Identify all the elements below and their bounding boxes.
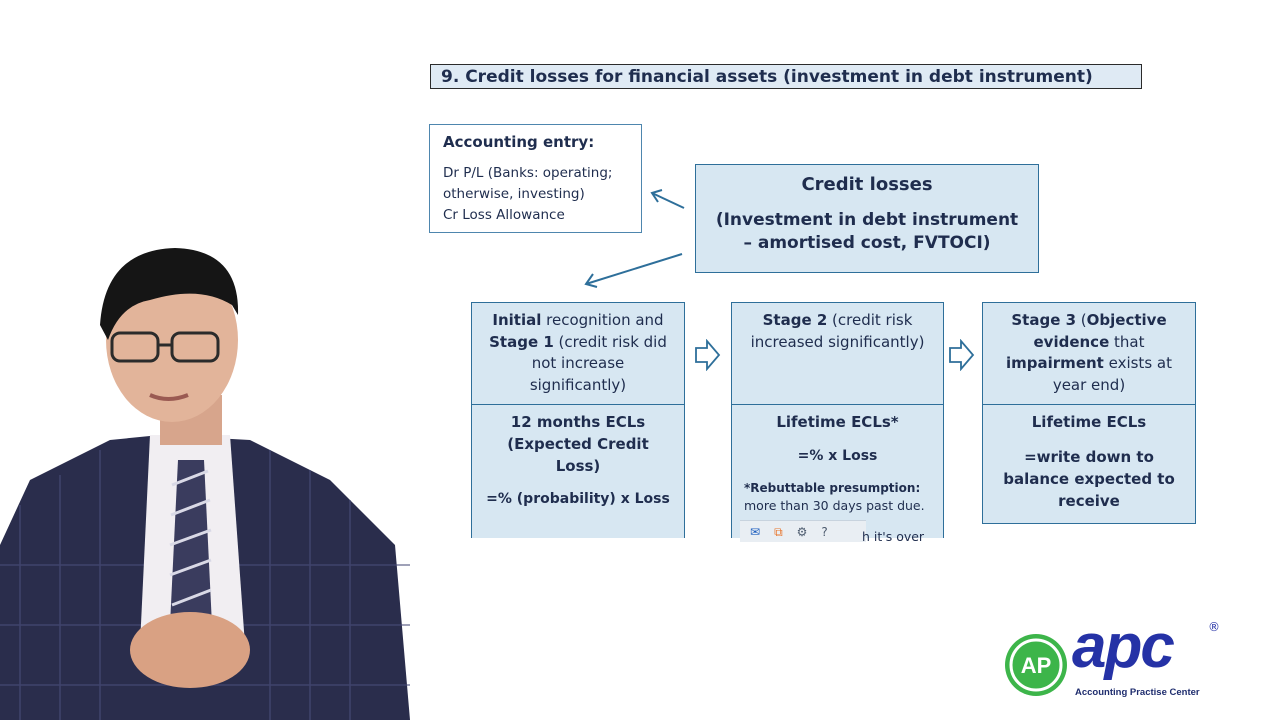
stage-2-text-2: increased significantly)	[750, 332, 925, 351]
accounting-entry-line-2: otherwise, investing)	[443, 186, 585, 202]
stage-3-ecl: Lifetime ECLs =write down to balance exp…	[983, 405, 1195, 523]
stage-3-description: Stage 3 (Objective evidence that impairm…	[983, 303, 1195, 405]
slide-title: 9. Credit losses for financial assets (i…	[430, 64, 1142, 89]
accounting-entry-line-3: Cr Loss Allowance	[443, 207, 565, 223]
stage-3-formula-line-2: balance expected to	[1003, 470, 1175, 488]
stage-1-text-4: significantly)	[529, 375, 627, 394]
stage-3-box: Stage 3 (Objective evidence that impairm…	[982, 302, 1196, 524]
stage-1-initial-label: Initial	[492, 311, 542, 329]
presenter-figure	[0, 248, 410, 720]
stage-3-text-that: that	[1109, 332, 1145, 351]
credit-losses-subtitle-line-1: (Investment in debt instrument	[715, 210, 1019, 230]
credit-losses-subtitle-line-2: – amortised cost, FVTOCI)	[743, 233, 991, 253]
stage-2-to-3-arrow-icon	[949, 339, 975, 371]
stage-2-ecl-label: Lifetime ECLs*	[776, 413, 899, 431]
arrow-to-stage-1	[584, 253, 683, 288]
stage-3-evidence: evidence	[1033, 332, 1110, 351]
stage-2-rebuttable-note: *Rebuttable presumption: more than 30 da…	[732, 479, 943, 514]
credit-losses-subtitle: (Investment in debt instrument – amortis…	[696, 209, 1038, 255]
arrow-to-accounting-entry	[650, 189, 685, 209]
stage-3-label: Stage 3	[1011, 311, 1077, 329]
stage-1-text-2: (credit risk did	[553, 332, 667, 351]
crop-icon[interactable]: ⧉	[774, 524, 783, 539]
stage-3-ecl-label: Lifetime ECLs	[1031, 413, 1147, 431]
stage-2-text-1: (credit risk	[827, 311, 913, 329]
registered-mark: ®	[1208, 620, 1220, 634]
help-icon[interactable]: ?	[821, 524, 828, 539]
stage-1-label: Stage 1	[489, 332, 554, 351]
stage-2-rebuttable-text: more than 30 days past due.	[744, 498, 925, 513]
stage-2-description: Stage 2 (credit risk increased significa…	[732, 303, 943, 405]
settings-icon[interactable]: ⚙	[796, 524, 808, 539]
stage-3-paren: (	[1076, 311, 1087, 329]
accounting-entry-box: Accounting entry: Dr P/L (Banks: operati…	[429, 124, 642, 233]
stage-1-ecl-line-1: 12 months ECLs	[510, 413, 646, 431]
credit-losses-box: Credit losses (Investment in debt instru…	[695, 164, 1039, 273]
apc-logo-emblem: AP	[1005, 634, 1067, 696]
stage-2-rebuttable-heading: *Rebuttable presumption:	[744, 481, 921, 495]
stage-1-to-2-arrow-icon	[695, 339, 721, 371]
stage-1-box: Initial recognition and Stage 1 (credit …	[471, 302, 685, 538]
stage-3-text-exists: exists at	[1103, 354, 1172, 372]
stage-1-formula: =% (probability) x Loss	[486, 491, 670, 507]
stage-1-description: Initial recognition and Stage 1 (credit …	[472, 303, 684, 405]
logo-emblem-text: AP	[1021, 653, 1052, 678]
logo-wordmark: apc	[1072, 612, 1175, 681]
stage-2-label: Stage 2	[762, 311, 828, 329]
stage-1-text-1: recognition and	[541, 311, 664, 329]
stage-3-formula-line-1: =write down to	[1024, 448, 1154, 466]
stage-3-impairment: impairment	[1006, 354, 1104, 372]
stage-1-ecl-line-2: (Expected Credit	[507, 435, 649, 453]
floating-toolbar[interactable]: ✉ ⧉ ⚙ ?	[740, 520, 866, 542]
accounting-entry-heading: Accounting entry:	[443, 133, 595, 151]
stage-3-objective: Objective	[1086, 311, 1167, 329]
logo-tagline: Accounting Practise Center	[1075, 687, 1200, 698]
stage-2-cut-text: h it's over	[862, 529, 925, 544]
stage-2-box: Stage 2 (credit risk increased significa…	[731, 302, 944, 544]
stage-3-formula-line-3: receive	[1058, 492, 1120, 510]
mail-icon[interactable]: ✉	[750, 524, 761, 539]
stage-1-ecl: 12 months ECLs (Expected Credit Loss) =%…	[472, 405, 684, 538]
stage-1-text-3: not increase	[531, 354, 625, 372]
accounting-entry-line-1: Dr P/L (Banks: operating;	[443, 165, 613, 181]
stage-1-ecl-line-3: Loss)	[555, 457, 601, 475]
stage-3-text-year-end: year end)	[1052, 375, 1126, 394]
stage-2-ecl: Lifetime ECLs* =% x Loss *Rebuttable pre…	[732, 405, 943, 544]
credit-losses-title: Credit losses	[801, 174, 933, 195]
stage-2-formula: =% x Loss	[797, 448, 878, 464]
